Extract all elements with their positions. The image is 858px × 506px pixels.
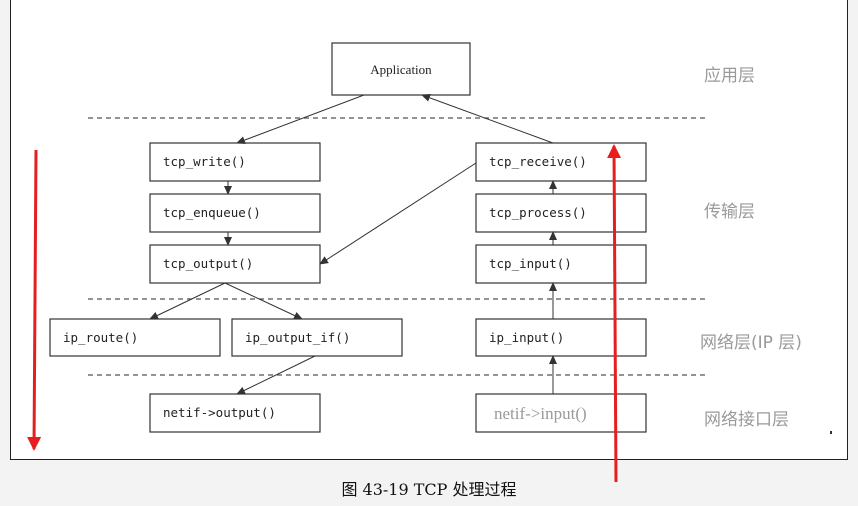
box-ip-output-if: ip_output_if() <box>231 318 403 357</box>
label-netif-output: netif->output() <box>163 405 276 420</box>
label-ip-route: ip_route() <box>63 330 138 345</box>
label-tcp-output: tcp_output() <box>163 256 253 271</box>
box-ip-route: ip_route() <box>49 318 221 357</box>
box-application: Application <box>331 42 471 96</box>
box-tcp-output: tcp_output() <box>149 244 321 284</box>
box-tcp-enqueue: tcp_enqueue() <box>149 193 321 233</box>
layer-label-transport: 传输层 <box>704 202 755 222</box>
label-ip-input: ip_input() <box>489 330 564 345</box>
arrow-output-to-ip-output-if <box>224 282 303 320</box>
box-tcp-process: tcp_process() <box>475 193 647 233</box>
red-arrow-up <box>607 144 622 483</box>
label-ip-output-if: ip_output_if() <box>245 330 350 345</box>
box-tcp-input: tcp_input() <box>475 244 647 284</box>
label-tcp-write: tcp_write() <box>163 154 246 169</box>
red-arrow-down <box>27 149 42 451</box>
label-application: Application <box>370 62 432 77</box>
layer-label-network: 网络层(IP 层) <box>700 333 802 353</box>
layer-label-link: 网络接口层 <box>704 410 789 430</box>
label-tcp-input: tcp_input() <box>489 256 572 271</box>
edge-mark <box>830 431 832 434</box>
arrow-receive-to-output <box>319 162 477 265</box>
box-tcp-write: tcp_write() <box>149 142 321 182</box>
label-netif-input: netif->input() <box>494 404 587 423</box>
arrow-output-to-ip-route <box>149 282 226 320</box>
label-tcp-enqueue: tcp_enqueue() <box>163 205 261 220</box>
figure-caption: 图 43-19 TCP 处理过程 <box>341 480 517 499</box>
box-netif-input: netif->input() <box>475 393 647 433</box>
label-tcp-process: tcp_process() <box>489 205 587 220</box>
layer-label-application: 应用层 <box>704 66 755 86</box>
label-tcp-receive: tcp_receive() <box>489 154 587 169</box>
box-tcp-receive: tcp_receive() <box>475 142 647 182</box>
arrow-receive-to-app <box>421 93 554 144</box>
arrow-ip-output-if-to-netif-output <box>236 355 316 395</box>
box-netif-output: netif->output() <box>149 393 321 433</box>
arrow-app-to-tcp-write <box>236 94 365 144</box>
box-ip-input: ip_input() <box>475 318 647 357</box>
